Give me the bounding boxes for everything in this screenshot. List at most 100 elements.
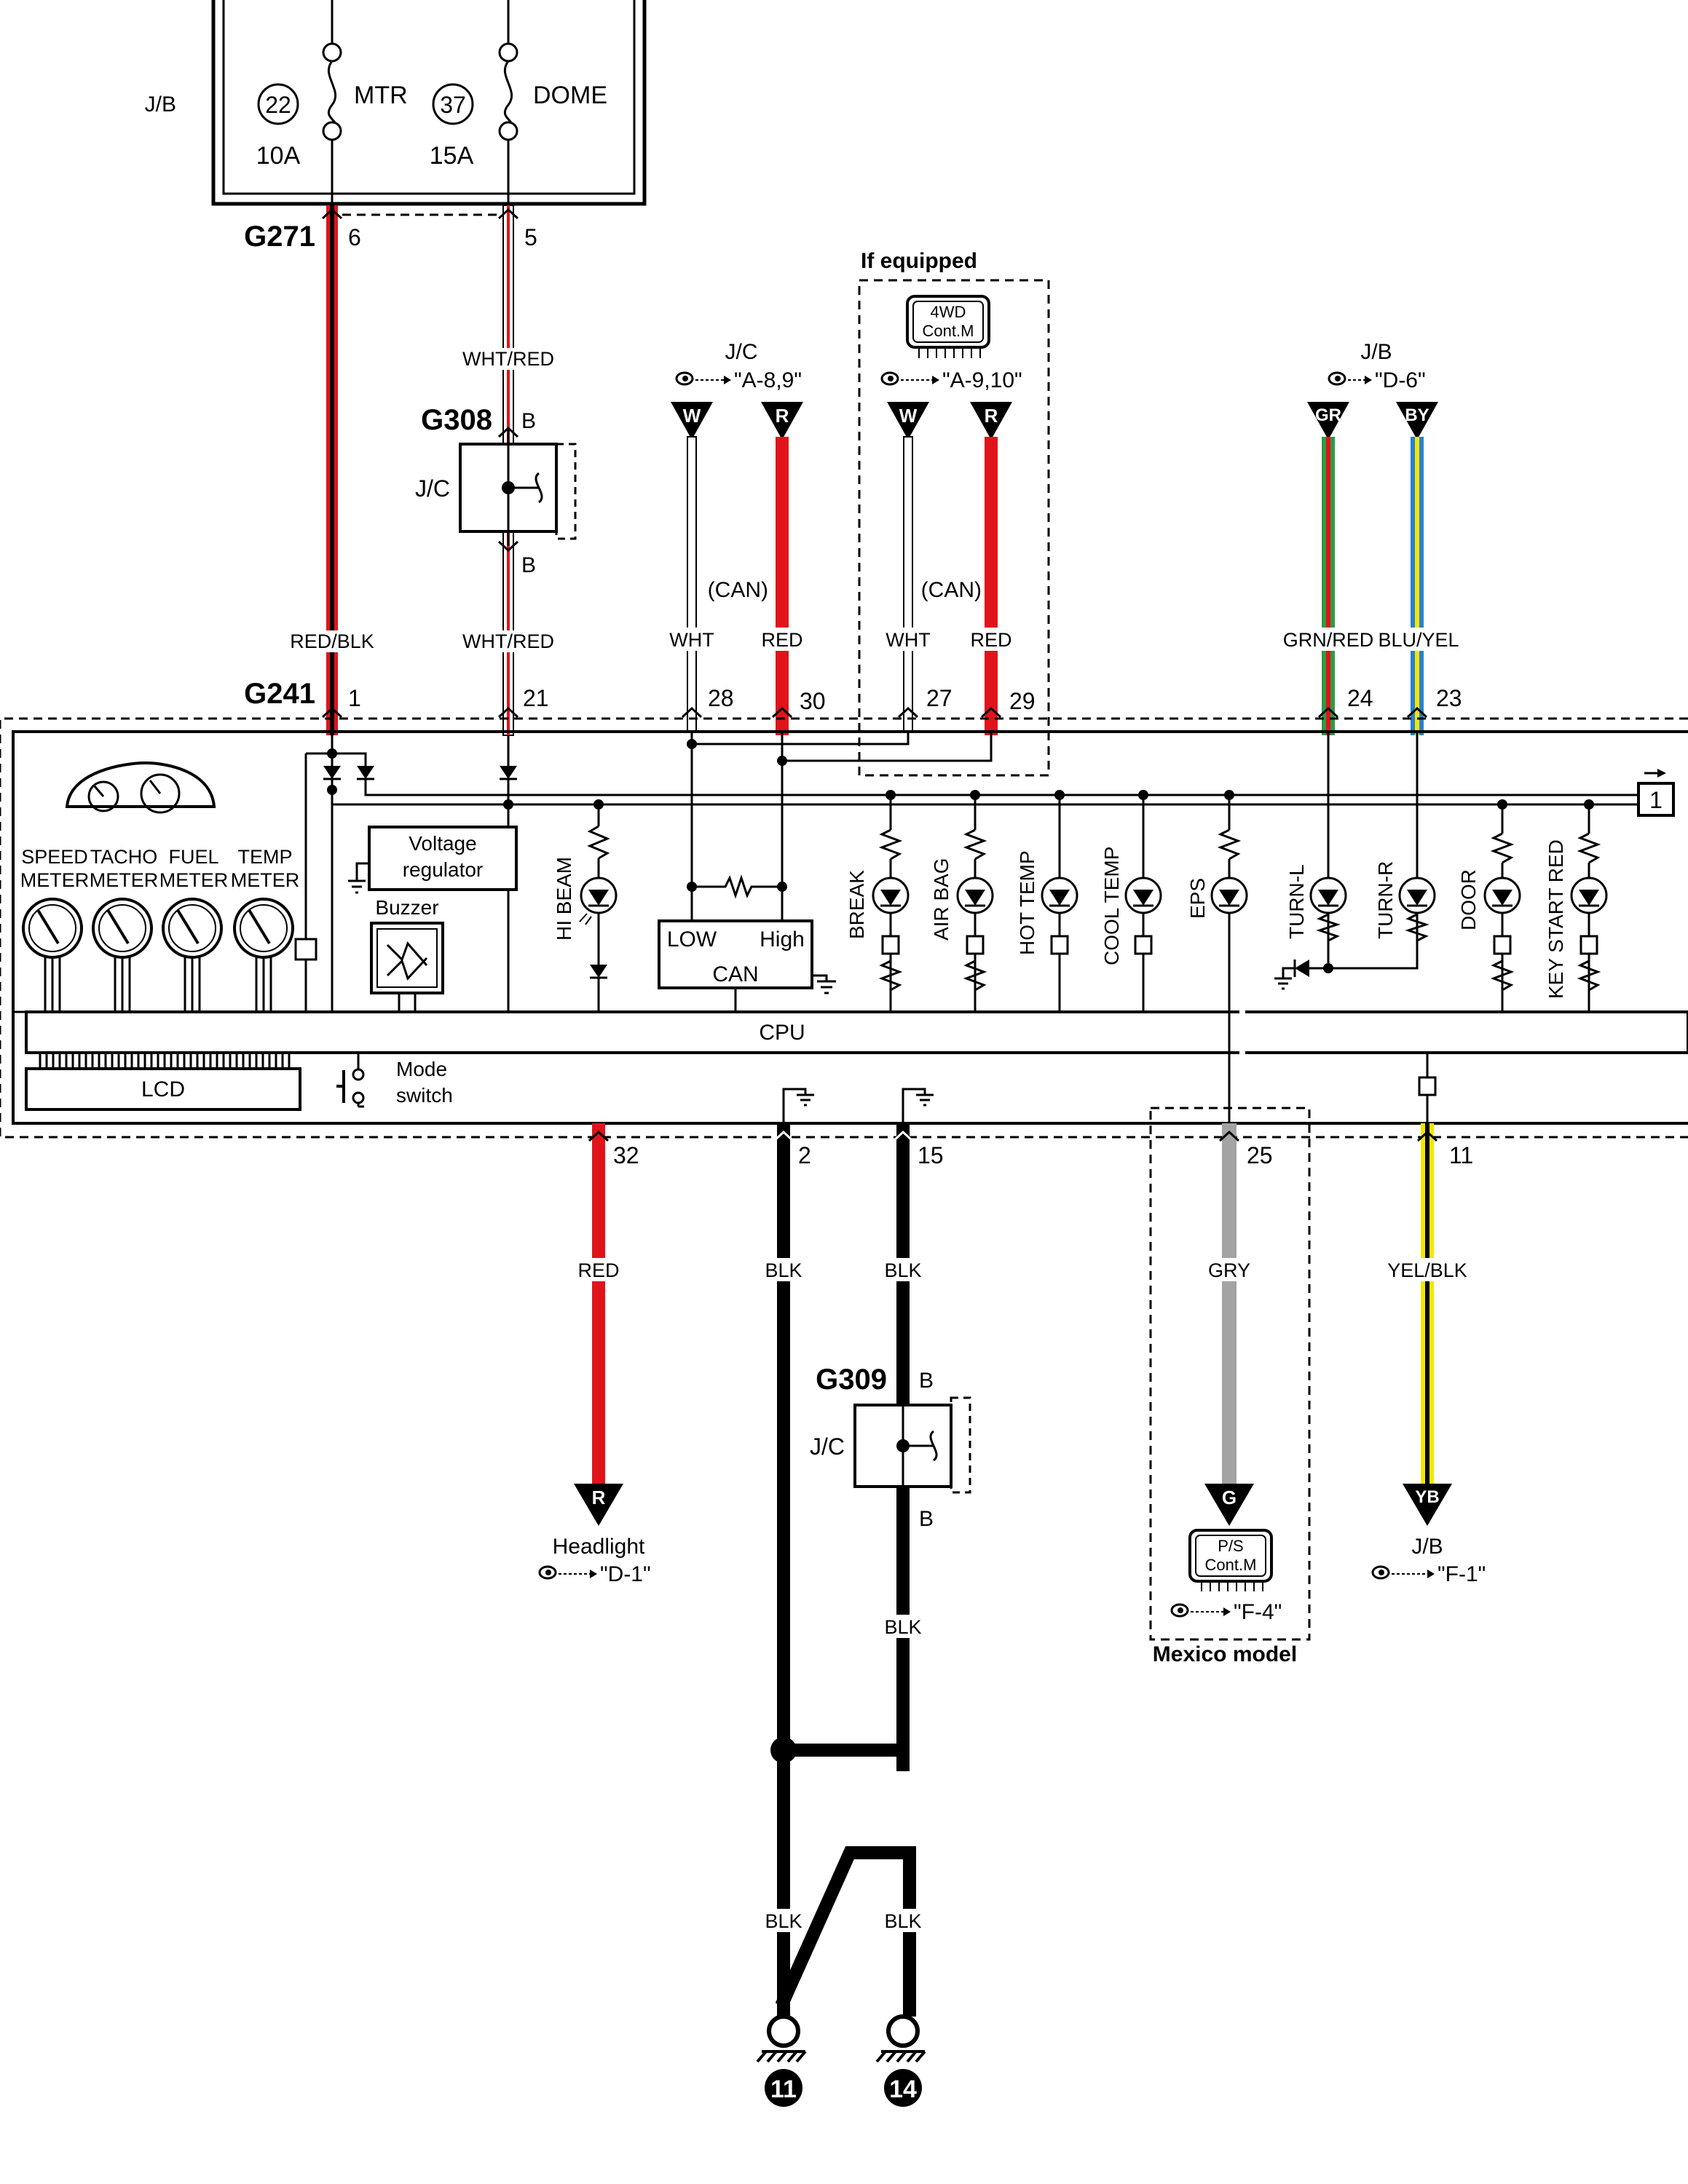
svg-text:METER: METER	[159, 869, 229, 891]
wire-red-blk-label: RED/BLK	[290, 630, 374, 652]
headlight-ref: "D-1"	[600, 1562, 651, 1586]
jb-bottom-ref: "F-1"	[1437, 1562, 1486, 1586]
pin-11: 11	[1449, 1142, 1473, 1168]
connector-g308-jc: J/C	[415, 475, 450, 502]
junction-block: J/B	[145, 0, 647, 206]
fuse-mtr-number: 22	[265, 92, 291, 118]
cpu-label: CPU	[759, 1021, 805, 1045]
ground-14: 14	[875, 2014, 926, 2107]
jc-ref-a89-label: J/C	[725, 340, 758, 364]
wire-blk-low-a-label: BLK	[765, 1910, 802, 1932]
svg-text:FUEL: FUEL	[168, 846, 218, 868]
tag-ps: G	[1222, 1487, 1237, 1508]
wire-red-blk: RED/BLK	[290, 205, 374, 735]
internal-grounds	[782, 1088, 934, 1123]
wire-yel-blk: 11 YEL/BLK YB J/B "F-1"	[1371, 1123, 1486, 1586]
pin-25: 25	[1247, 1142, 1273, 1168]
indicator-turn-r-label: TURN-R	[1374, 861, 1397, 939]
wire-blu-yel-label: BLU/YEL	[1378, 629, 1459, 651]
indicator-turn-r: TURN-R	[1374, 732, 1436, 942]
fuse-mtr-rating: 10A	[256, 142, 301, 170]
svg-text:METER: METER	[20, 869, 90, 891]
connector-g309-name: G309	[816, 1364, 887, 1396]
instrument-cluster-icon	[65, 761, 216, 814]
if-equipped-label: If equipped	[861, 249, 977, 273]
mexico-model-label: Mexico model	[1153, 1642, 1297, 1666]
indicator-hi-beam: HI BEAM	[553, 799, 618, 1012]
connector-g308-name: G308	[421, 404, 492, 436]
fuel-meter: FUEL METER	[159, 846, 229, 1012]
indicator-door-label: DOOR	[1457, 869, 1480, 930]
tag-r-fwd: R	[985, 405, 998, 427]
can-low-label: LOW	[667, 927, 717, 951]
indicator-door: DOOR	[1457, 799, 1521, 1012]
svg-text:METER: METER	[231, 869, 300, 891]
connector-g271-pin-5: 5	[524, 224, 537, 250]
g241-pin-30: 30	[800, 688, 826, 714]
wire-wht-red: WHT/RED WHT/RED	[460, 205, 556, 736]
module-4wd-line1: 4WD	[931, 303, 966, 321]
jb-ref-d6-ref: "D-6"	[1375, 368, 1426, 392]
page-ref-1: 1	[1649, 787, 1663, 813]
module-4wd-line2: Cont.M	[923, 322, 974, 340]
fuse-dome-rating: 15A	[430, 142, 474, 170]
tag-yb: YB	[1415, 1487, 1439, 1507]
ps-module-line1: P/S	[1218, 1537, 1243, 1555]
connector-g271: G271 6 5	[244, 213, 537, 253]
indicator-key-start-red: KEY START RED	[1545, 799, 1608, 1012]
connector-g308-bottom: B	[521, 553, 536, 577]
tag-r-a89: R	[776, 405, 789, 427]
ps-module-line2: Cont.M	[1205, 1556, 1257, 1574]
connector-g309-jc: J/C	[810, 1433, 845, 1460]
wire-blu-yel: BLU/YEL	[1375, 437, 1462, 735]
connector-g309: G309 B B J/C	[810, 1364, 971, 1531]
connector-g309-bottom: B	[919, 1507, 934, 1531]
connector-g309-top: B	[919, 1369, 934, 1393]
jc-ref-a89-ref: "A-8,9"	[734, 368, 802, 392]
g241-pin-28: 28	[708, 685, 734, 711]
can-transceiver: LOW High CAN	[658, 732, 993, 1012]
ground-14-label: 14	[889, 2076, 917, 2103]
connector-g241-name: G241	[244, 678, 315, 710]
wire-wht-red-label: WHT/RED	[462, 630, 554, 652]
connector-g271-name: G271	[244, 221, 315, 253]
indicator-eps-label: EPS	[1186, 878, 1209, 919]
temp-meter: TEMP METER	[231, 846, 300, 1012]
indicator-hot-temp: HOT TEMP	[1016, 790, 1078, 1012]
wire-grn-red: GRN/RED	[1283, 437, 1373, 735]
fuse-dome-number: 37	[440, 92, 466, 118]
jb-bottom-label: J/B	[1411, 1535, 1443, 1559]
jc-ref-a89: J/C "A-8,9" W R	[671, 340, 803, 440]
indicator-break: BREAK	[845, 790, 910, 1012]
svg-text:regulator: regulator	[403, 858, 484, 881]
lcd: LCD	[25, 1053, 301, 1111]
wire-blk-2-label: BLK	[765, 1259, 802, 1281]
fuse-mtr-name: MTR	[354, 82, 408, 109]
jb-ref-d6-label: J/B	[1360, 340, 1392, 364]
indicator-cool-temp: COOL TEMP	[1100, 790, 1162, 1012]
wire-blk-mid-label: BLK	[884, 1616, 921, 1638]
indicator-eps: EPS	[1186, 790, 1248, 1012]
svg-text:Voltage: Voltage	[409, 832, 476, 855]
wire-gry-label: GRY	[1208, 1259, 1250, 1281]
g241-pin-21: 21	[523, 685, 549, 711]
speed-meter: SPEED METER	[20, 846, 90, 1012]
wire-blk-low-b-label: BLK	[884, 1910, 921, 1932]
cpu: CPU	[25, 1010, 1688, 1055]
wire-yel-blk-label: YEL/BLK	[1387, 1259, 1467, 1281]
connector-g308: G308 B B J/C	[415, 404, 577, 577]
wire-red-headlight: RED 32 R Headlight "D-1"	[538, 1123, 651, 1586]
wire-can-high-2: RED (CAN)	[921, 437, 1017, 735]
ground-11-label: 11	[770, 2076, 797, 2103]
indicator-turn-l: TURN-L	[1274, 732, 1419, 990]
fuse-mtr: 22 MTR 10A	[256, 0, 408, 204]
connector-g308-top: B	[521, 409, 536, 433]
wire-can-low-2: WHT	[879, 436, 937, 732]
yel-blk-internal	[1418, 1053, 1437, 1123]
can-label: CAN	[712, 962, 758, 986]
svg-text:TEMP: TEMP	[237, 846, 292, 868]
wire-can-1-label: (CAN)	[708, 578, 768, 602]
wire-can-low-1: WHT	[663, 436, 721, 732]
tag-by: BY	[1405, 405, 1429, 425]
tag-headlight: R	[592, 1487, 606, 1508]
